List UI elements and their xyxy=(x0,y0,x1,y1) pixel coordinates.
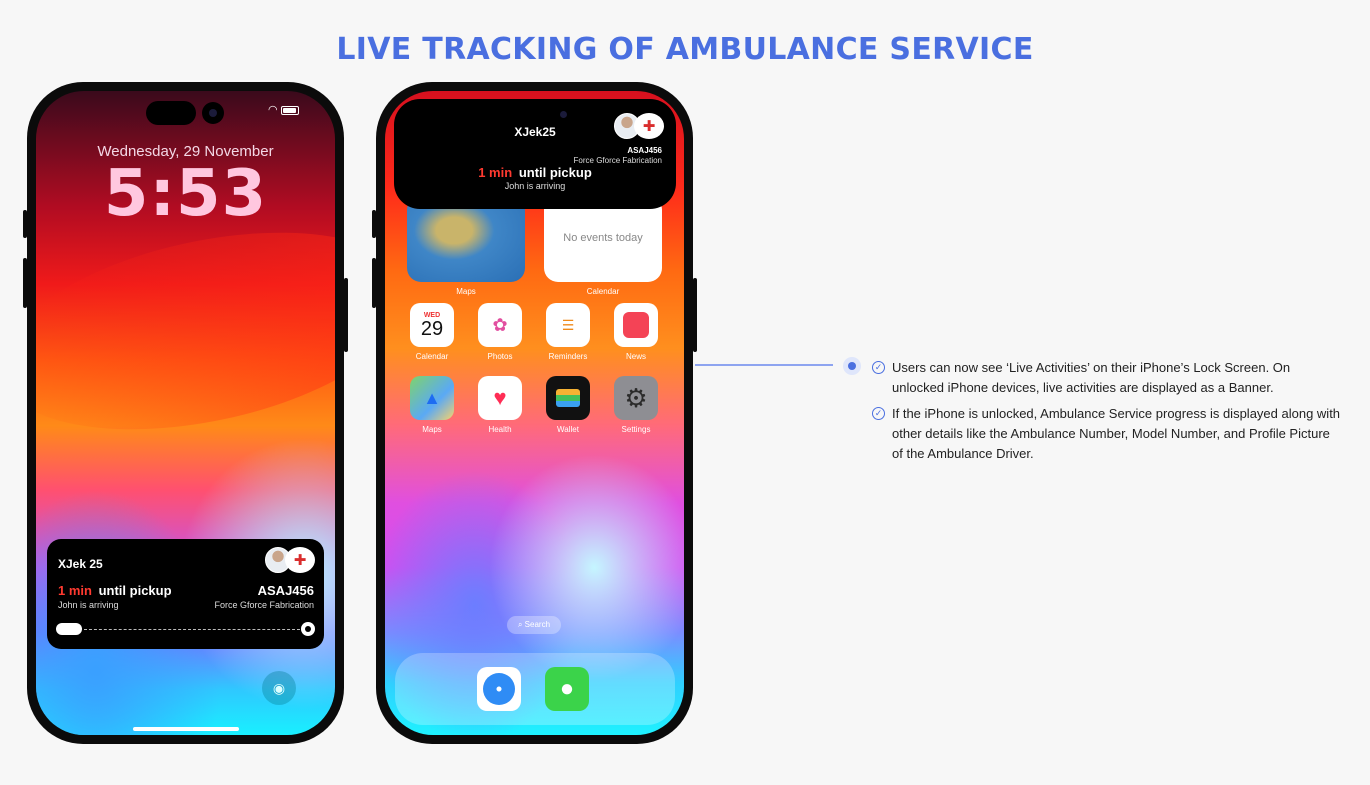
message-icon: ● xyxy=(559,675,575,702)
app-safari[interactable] xyxy=(477,667,521,711)
phone-lock-screen: ◠ Wednesday, 29 November 5:53 XJek 25 ✚ … xyxy=(27,82,344,744)
side-button xyxy=(372,258,376,308)
company-name: Force Gforce Fabrication xyxy=(573,156,662,165)
app-label: Health xyxy=(488,425,512,434)
feature-list: ✓ Users can now see ‘Live Activities’ on… xyxy=(872,358,1342,470)
dynamic-island xyxy=(146,101,196,125)
calendar-widget[interactable]: No events today xyxy=(544,196,662,282)
reminders-icon: ☰ xyxy=(561,316,575,333)
app-label: Calendar xyxy=(415,352,449,361)
eta-label: until pickup xyxy=(98,583,172,598)
eta-value: 1 min xyxy=(478,165,513,180)
side-button xyxy=(23,258,27,308)
app-label: News xyxy=(625,352,646,361)
status-bar: ◠ xyxy=(268,103,299,116)
connector-node xyxy=(843,357,861,375)
calendar-date: 29 xyxy=(420,317,444,340)
photos-icon: ✿ xyxy=(492,314,508,335)
app-messages[interactable]: ● xyxy=(545,667,589,711)
eta-label: until pickup xyxy=(518,165,592,180)
avatars: ✚ xyxy=(614,113,664,139)
battery-icon xyxy=(280,105,299,115)
avatars: ✚ xyxy=(265,547,315,573)
camera-icon xyxy=(202,102,224,124)
car-icon xyxy=(56,623,82,635)
app-label: Photos xyxy=(487,352,513,361)
ambulance-icon: ✚ xyxy=(634,113,664,139)
wifi-icon: ◠ xyxy=(268,104,278,116)
news-icon xyxy=(623,312,649,338)
banner-title: XJek25 xyxy=(514,125,556,139)
app-wallet[interactable] xyxy=(546,376,590,420)
maps-widget-label: Maps xyxy=(456,287,476,296)
live-activity-banner[interactable]: XJek25 ✚ ASAJ456 Force Gforce Fabricatio… xyxy=(394,99,676,209)
app-settings[interactable]: ⚙ xyxy=(614,376,658,420)
lock-date: Wednesday, 29 November xyxy=(97,143,274,160)
calendar-day: WED xyxy=(423,311,441,319)
progress-track xyxy=(84,629,300,630)
live-activity-title: XJek 25 xyxy=(58,557,103,571)
camera-icon xyxy=(560,111,567,118)
feature-item: ✓ If the iPhone is unlocked, Ambulance S… xyxy=(872,404,1342,464)
check-circle-icon: ✓ xyxy=(872,407,885,420)
phone-home-screen: Mumbai Maps No events today Calendar XJe… xyxy=(376,82,693,744)
power-button xyxy=(693,278,697,352)
app-label: Settings xyxy=(621,425,651,434)
connector-line xyxy=(695,364,833,366)
search-icon: ⌕ xyxy=(517,620,523,629)
eta-value: 1 min xyxy=(58,583,92,598)
app-label: Reminders xyxy=(548,352,588,361)
side-button xyxy=(23,210,27,238)
app-calendar[interactable]: WED 29 xyxy=(410,303,454,347)
eta-status: John is arriving xyxy=(504,181,566,191)
wallet-icon xyxy=(556,389,580,407)
eta-line: 1 min until pickup xyxy=(394,165,676,180)
gear-icon: ⚙ xyxy=(624,382,648,413)
home-indicator[interactable] xyxy=(133,727,239,731)
company-name: Force Gforce Fabrication xyxy=(214,600,314,610)
eta-status: John is arriving xyxy=(58,600,119,610)
app-photos[interactable]: ✿ xyxy=(478,303,522,347)
app-news[interactable] xyxy=(614,303,658,347)
ambulance-icon: ✚ xyxy=(285,547,315,573)
heart-icon: ♥ xyxy=(493,385,507,410)
search-label: Search xyxy=(524,620,551,629)
power-button xyxy=(344,278,348,352)
check-circle-icon: ✓ xyxy=(872,361,885,374)
live-activity-card[interactable]: XJek 25 ✚ 1 min until pickup John is arr… xyxy=(47,539,324,649)
side-button xyxy=(372,210,376,238)
app-maps[interactable]: ▲ xyxy=(410,376,454,420)
home-screen: Mumbai Maps No events today Calendar XJe… xyxy=(385,91,684,735)
lock-screen: ◠ Wednesday, 29 November 5:53 XJek 25 ✚ … xyxy=(36,91,335,735)
calendar-widget-label: Calendar xyxy=(586,287,620,296)
app-health[interactable]: ♥ xyxy=(478,376,522,420)
destination-icon xyxy=(301,622,315,636)
page-title: LIVE TRACKING OF AMBULANCE SERVICE xyxy=(336,32,1034,67)
feature-item: ✓ Users can now see ‘Live Activities’ on… xyxy=(872,358,1342,398)
plate-number: ASAJ456 xyxy=(257,583,314,598)
dock: ● xyxy=(395,653,675,725)
navigation-icon: ▲ xyxy=(423,387,441,408)
feature-text: If the iPhone is unlocked, Ambulance Ser… xyxy=(892,406,1341,461)
eta-line: 1 min until pickup xyxy=(58,583,172,598)
app-label: Maps xyxy=(422,425,442,434)
camera-button[interactable]: ◉ xyxy=(262,671,296,705)
plate-number: ASAJ456 xyxy=(627,146,662,155)
calendar-widget-text: No events today xyxy=(563,232,643,244)
app-reminders[interactable]: ☰ xyxy=(546,303,590,347)
search-button[interactable]: ⌕ Search xyxy=(507,616,561,634)
compass-icon xyxy=(483,673,515,705)
app-label: Wallet xyxy=(557,425,579,434)
feature-text: Users can now see ‘Live Activities’ on t… xyxy=(892,360,1291,395)
lock-time: 5:53 xyxy=(103,157,268,231)
